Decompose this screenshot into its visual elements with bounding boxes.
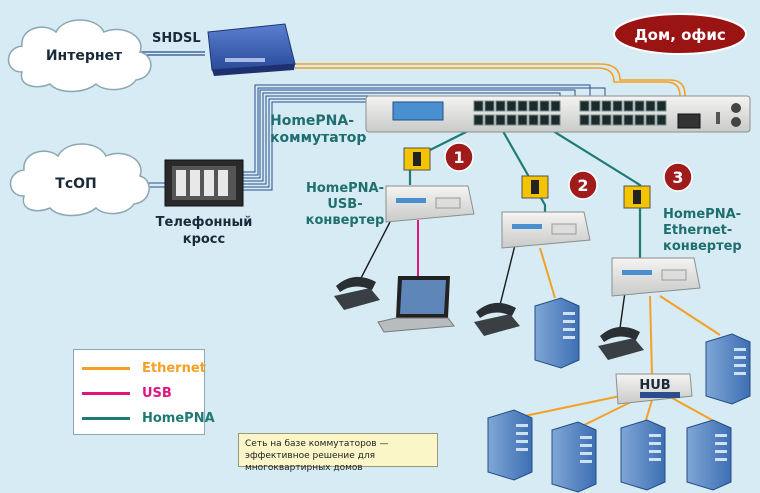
converter-icon-2 <box>501 211 591 249</box>
switch-port <box>612 114 623 126</box>
legend: Ethernet USB HomePNA <box>73 349 215 435</box>
ethernet-cables <box>514 247 721 429</box>
modem-icon <box>207 23 296 76</box>
switch-port <box>517 114 528 126</box>
tsop-label: ТсОП <box>55 176 96 192</box>
switch-port <box>612 100 623 112</box>
switch-port <box>484 100 495 112</box>
switch-port <box>601 114 612 126</box>
svg-text:коммутатор: коммутатор <box>270 130 366 146</box>
ethernet-converter-label: HomePNA- Ethernet- конвертер <box>663 207 742 254</box>
legend-swatch-usb <box>82 391 130 395</box>
telephone-icon-2 <box>474 302 520 336</box>
computer-icon <box>551 421 597 493</box>
shdsl-label: SHDSL <box>152 31 201 46</box>
switch-port <box>656 100 667 112</box>
switch-port <box>528 114 539 126</box>
patch-panel-icon <box>164 159 244 207</box>
switch-port <box>579 100 590 112</box>
switch-port <box>506 114 517 126</box>
step-badge-1: 1 <box>444 142 474 172</box>
switch-port <box>550 100 561 112</box>
step-badge-2: 2 <box>568 170 598 200</box>
dom-ofis-badge: Дом, офис <box>613 13 747 55</box>
tag-icon-2 <box>521 175 549 199</box>
legend-label-ethernet: Ethernet <box>142 360 206 376</box>
switch-port <box>539 114 550 126</box>
usb-converter-label: HomePNA- USB- конвертер <box>306 181 385 228</box>
switch-port <box>623 100 634 112</box>
dom-ofis-label: Дом, офис <box>634 26 725 44</box>
svg-text:конвертер: конвертер <box>306 213 385 228</box>
svg-text:2: 2 <box>577 176 588 195</box>
switch-port <box>539 100 550 112</box>
switch-port <box>579 114 590 126</box>
switch-port <box>550 114 561 126</box>
cloud-icon-tsop: ТсОП <box>9 143 150 217</box>
switch-port <box>590 114 601 126</box>
switch-port <box>473 114 484 126</box>
hub-label: HUB <box>639 378 670 393</box>
computer-icon <box>620 419 666 491</box>
telephone-icon-3 <box>598 326 644 360</box>
switch-port <box>601 100 612 112</box>
switch-port <box>495 114 506 126</box>
computer-icon <box>534 297 580 369</box>
computer-icon <box>487 409 533 481</box>
cloud-icon-internet: Интернет <box>7 19 152 93</box>
telephone-icon-1 <box>334 276 380 310</box>
svg-text:кросс: кросс <box>183 232 225 247</box>
laptop-icon <box>377 276 455 333</box>
switch-port <box>590 100 601 112</box>
switch-port <box>634 114 645 126</box>
switch-port <box>506 100 517 112</box>
svg-text:Ethernet-: Ethernet- <box>663 223 732 238</box>
hub-icon: HUB <box>615 373 693 405</box>
tag-icon-3 <box>623 185 651 209</box>
switch-icon <box>365 95 751 133</box>
switch-port <box>528 100 539 112</box>
switch-port <box>623 114 634 126</box>
legend-swatch-ethernet <box>82 366 130 370</box>
svg-text:USB-: USB- <box>327 197 362 212</box>
legend-label-usb: USB <box>142 385 172 401</box>
step-badge-3: 3 <box>663 162 693 192</box>
switch-port <box>645 100 656 112</box>
phone-cords <box>359 221 626 329</box>
switch-port <box>484 114 495 126</box>
switch-port <box>517 100 528 112</box>
switch-port <box>656 114 667 126</box>
legend-item-homepna: HomePNA <box>82 408 215 428</box>
internet-label: Интернет <box>46 48 123 64</box>
svg-text:HomePNA-: HomePNA- <box>270 113 354 129</box>
computers-group <box>487 297 751 493</box>
switch-port <box>473 100 484 112</box>
krosse-label: Телефонный кросс <box>156 215 253 247</box>
switch-port <box>645 114 656 126</box>
legend-item-ethernet: Ethernet <box>82 358 206 378</box>
svg-text:3: 3 <box>672 168 683 187</box>
switch-label: HomePNA- коммутатор <box>270 113 366 146</box>
switch-ports <box>473 100 667 126</box>
converter-icon-usb <box>385 185 475 223</box>
legend-swatch-homepna <box>82 416 130 420</box>
caption-note: Сеть на базе коммутаторов — эффективное … <box>238 433 438 473</box>
svg-text:HomePNA-: HomePNA- <box>306 181 384 196</box>
svg-text:1: 1 <box>453 148 464 167</box>
tag-icon-1 <box>403 147 431 171</box>
legend-item-usb: USB <box>82 383 172 403</box>
converter-icon-ethernet <box>611 257 701 297</box>
switch-port <box>634 100 645 112</box>
wan-cables <box>140 51 205 56</box>
computer-icon <box>705 333 751 405</box>
svg-text:HomePNA-: HomePNA- <box>663 207 741 222</box>
modem-ethernet-cable <box>295 63 686 118</box>
svg-text:Телефонный: Телефонный <box>156 215 253 230</box>
legend-label-homepna: HomePNA <box>142 410 215 426</box>
computer-icon <box>686 419 732 491</box>
svg-text:конвертер: конвертер <box>663 239 742 254</box>
switch-port <box>495 100 506 112</box>
